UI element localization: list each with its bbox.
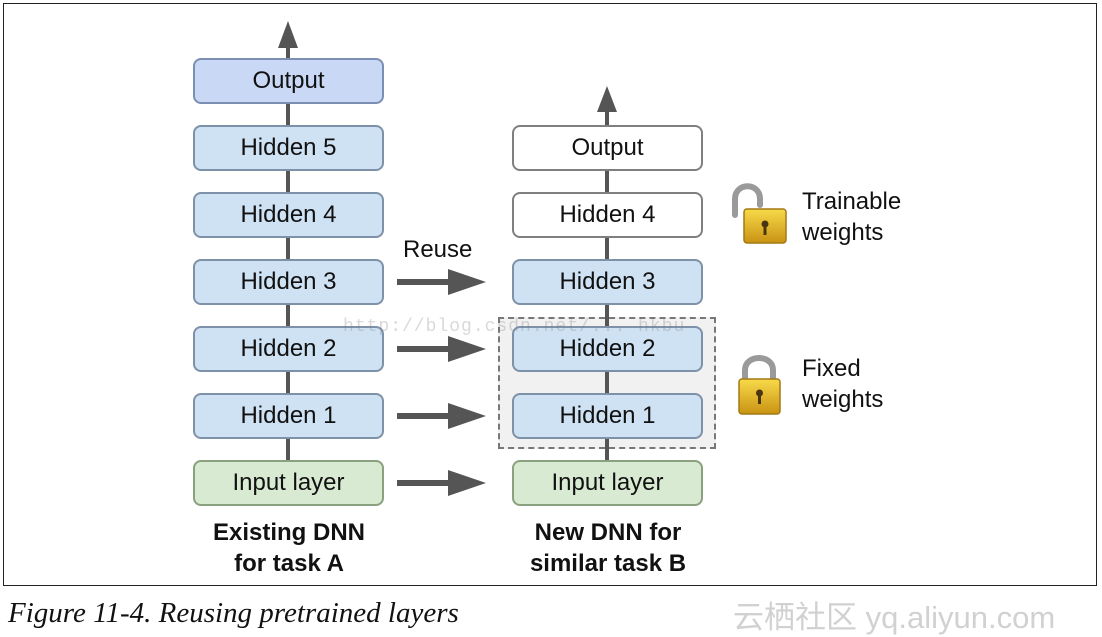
blog-watermark: http://blog.csdn.net/... hkbu [343,317,686,337]
left-input-layer: Input layer [193,460,384,506]
right-hidden-2: Hidden 2 [512,326,703,372]
right-hidden-4: Hidden 4 [512,192,703,238]
left-hidden-5: Hidden 5 [193,125,384,171]
right-network-caption: New DNN for similar task B [496,517,720,579]
left-network-caption: Existing DNN for task A [180,517,398,579]
site-watermark: 云栖社区 yq.aliyun.com [733,600,1056,635]
reuse-arrow-2-head [448,336,486,362]
left-caption-line-1: Existing DNN [212,519,365,546]
right-output-layer: Output [512,125,703,171]
locked-padlock-icon [738,355,781,415]
right-caption-line-2: similar task B [529,550,687,577]
left-caption-line-2: for task A [234,550,344,577]
reuse-arrow-input-shaft [397,480,457,486]
reuse-arrow-3-head [448,269,486,295]
fixed-label-line-2: weights [802,386,884,413]
trainable-label-line-1: Trainable [802,188,902,215]
left-hidden-2: Hidden 2 [193,326,384,372]
reuse-arrow-3-shaft [397,279,457,285]
right-caption-line-1: New DNN for [534,519,682,546]
right-hidden-3: Hidden 3 [512,259,703,305]
reuse-arrow-2-shaft [397,346,457,352]
trainable-label-line-2: weights [802,219,884,246]
right-input-layer: Input layer [512,460,703,506]
left-hidden-1: Hidden 1 [193,393,384,439]
unlocked-padlock-icon [732,183,787,244]
reuse-arrow-1-head [448,403,486,429]
trainable-weights-label: Trainable weights [802,186,901,248]
left-hidden-3: Hidden 3 [193,259,384,305]
figure-caption: Figure 11-4. Reusing pretrained layers [8,597,459,629]
reuse-arrow-1-shaft [397,413,457,419]
right-hidden-1: Hidden 1 [512,393,703,439]
reuse-label: Reuse [403,236,473,263]
left-hidden-4: Hidden 4 [193,192,384,238]
left-output-layer: Output [193,58,384,104]
reuse-arrow-input-head [448,470,486,496]
fixed-label-line-1: Fixed [802,355,861,382]
fixed-weights-label: Fixed weights [802,353,883,415]
